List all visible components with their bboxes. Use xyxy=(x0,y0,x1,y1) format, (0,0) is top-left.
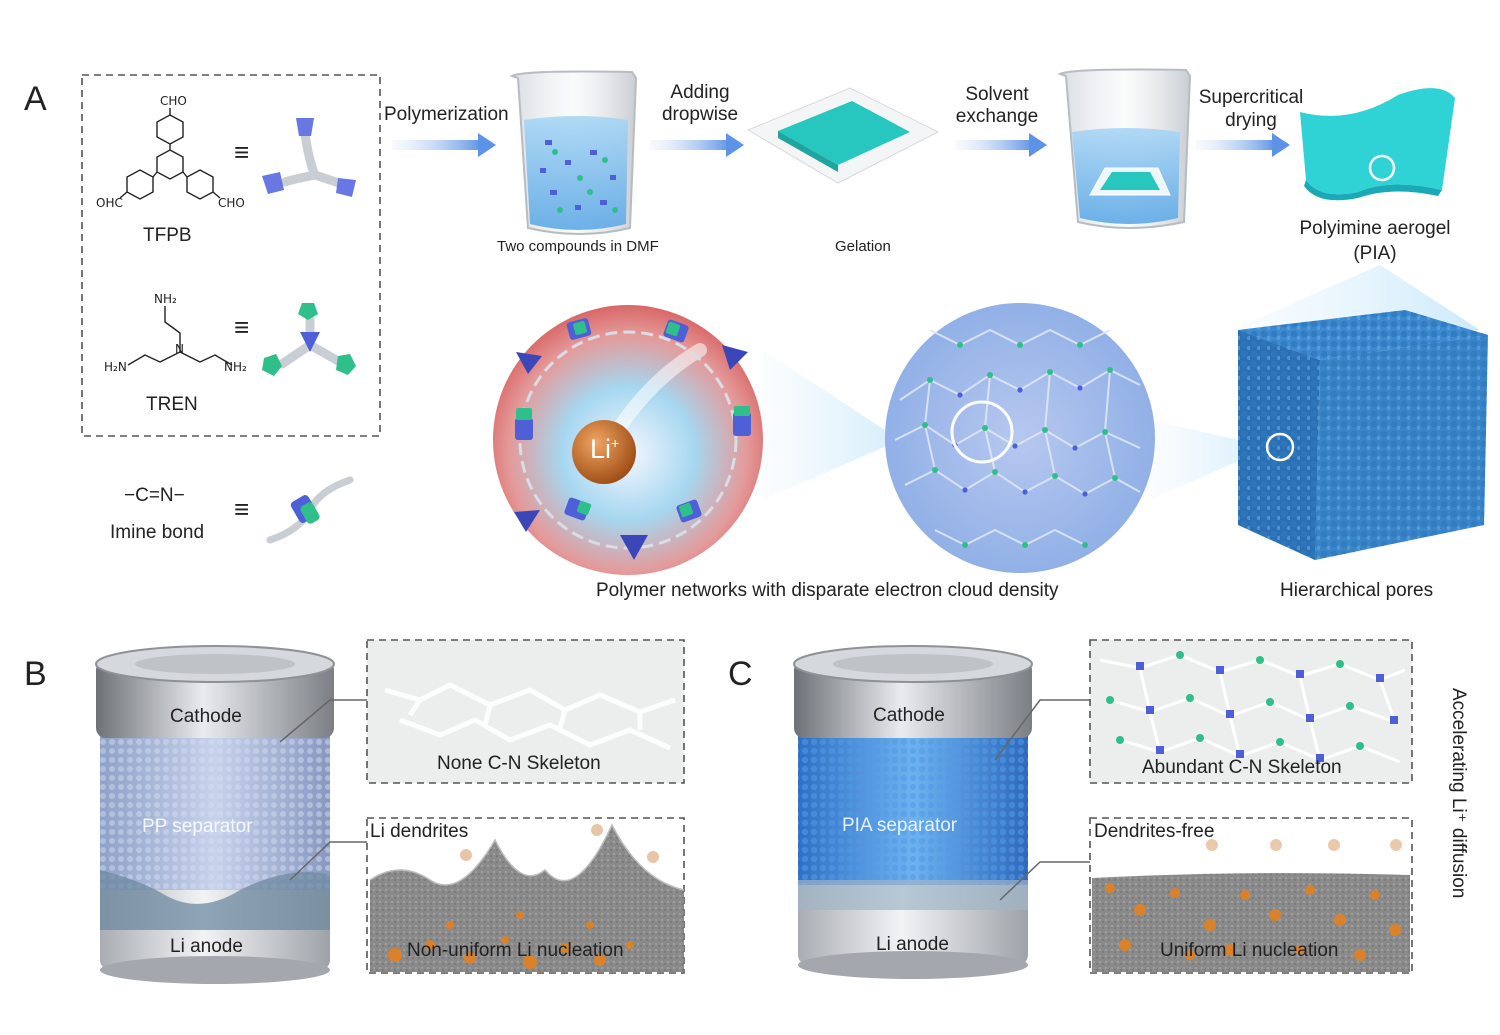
network-caption: Polymer networks with disparate electron… xyxy=(596,580,1059,601)
abundant-cn-skeleton xyxy=(1099,651,1406,764)
imine-formula: −C=N− xyxy=(124,485,185,506)
tren-label: TREN xyxy=(146,394,198,415)
tren-h2n: H₂N xyxy=(104,360,127,374)
gel-caption: Gelation xyxy=(835,238,891,255)
b-separator: PP separator xyxy=(142,816,253,837)
battery-pp xyxy=(95,645,372,984)
panel-letter-b: B xyxy=(24,655,47,693)
li-dendrites xyxy=(369,823,685,972)
tfpb-cho-top: CHO xyxy=(160,94,187,108)
step-drying: drying xyxy=(1225,110,1277,131)
tfpb-model xyxy=(262,118,356,197)
process-arrows xyxy=(392,133,1290,157)
step-exchange: exchange xyxy=(955,106,1039,127)
tren-equiv: ≡ xyxy=(234,312,250,342)
step-adding: Adding xyxy=(670,82,730,103)
panel-letter-a: A xyxy=(24,80,47,118)
pores-caption: Hierarchical pores xyxy=(1280,580,1434,601)
step-supercritical: Supercritical xyxy=(1198,87,1304,108)
b-anode: Li anode xyxy=(170,936,243,957)
monomer-box xyxy=(81,74,381,437)
gel-plate xyxy=(746,87,940,184)
tfpb-equiv: ≡ xyxy=(234,137,250,167)
c-separator: PIA separator xyxy=(842,815,958,836)
tren-nh2-top: NH₂ xyxy=(154,292,177,306)
b-dendrite-title: Li dendrites xyxy=(370,821,469,842)
imine-label: Imine bond xyxy=(110,522,205,543)
step-solvent: Solvent xyxy=(965,84,1029,105)
c-anode: Li anode xyxy=(876,934,949,955)
battery-pia xyxy=(793,645,1090,979)
polymer-network-sphere xyxy=(493,305,763,575)
step-dropwise: dropwise xyxy=(661,104,739,125)
dendrite-free-surface xyxy=(1092,839,1410,972)
beaker-dmf xyxy=(509,70,638,235)
b-nucleation: Non-uniform Li nucleation xyxy=(407,940,624,961)
imine-equiv: ≡ xyxy=(234,494,250,524)
beaker-caption: Two compounds in DMF xyxy=(497,238,659,255)
product-name: Polyimine aerogel xyxy=(1299,218,1451,239)
none-cn-skeleton xyxy=(384,682,676,751)
panel-letter-c: C xyxy=(728,655,753,693)
b-cathode: Cathode xyxy=(170,706,242,727)
tren-structure xyxy=(127,306,233,366)
tfpb-label: TFPB xyxy=(143,225,192,246)
aerogel-sheet xyxy=(1300,88,1455,201)
c-side-label: Accelerating Li⁺ diffusion xyxy=(1448,688,1469,899)
c-skeleton: Abundant C-N Skeleton xyxy=(1142,757,1342,778)
b-skeleton: None C-N Skeleton xyxy=(437,753,601,774)
network-sphere xyxy=(885,303,1155,573)
tfpb-structure xyxy=(119,108,221,200)
c-dendrite-title: Dendrites-free xyxy=(1094,821,1215,842)
c-cathode: Cathode xyxy=(873,705,945,726)
product-abbrev: (PIA) xyxy=(1353,243,1397,264)
tfpb-cho-right: CHO xyxy=(218,196,245,210)
porous-cube xyxy=(1238,310,1488,560)
tren-n: N xyxy=(175,342,184,356)
li-ion-label: Li+ xyxy=(590,434,620,464)
imine-model xyxy=(266,476,354,544)
beaker-solvent xyxy=(1057,68,1192,229)
step-polymerization: Polymerization xyxy=(384,104,509,125)
c-nucleation: Uniform Li nucleation xyxy=(1160,940,1339,961)
tren-model xyxy=(262,303,356,376)
tren-nh2-right: NH₂ xyxy=(224,360,247,374)
tfpb-ohc-left: OHC xyxy=(96,196,123,210)
